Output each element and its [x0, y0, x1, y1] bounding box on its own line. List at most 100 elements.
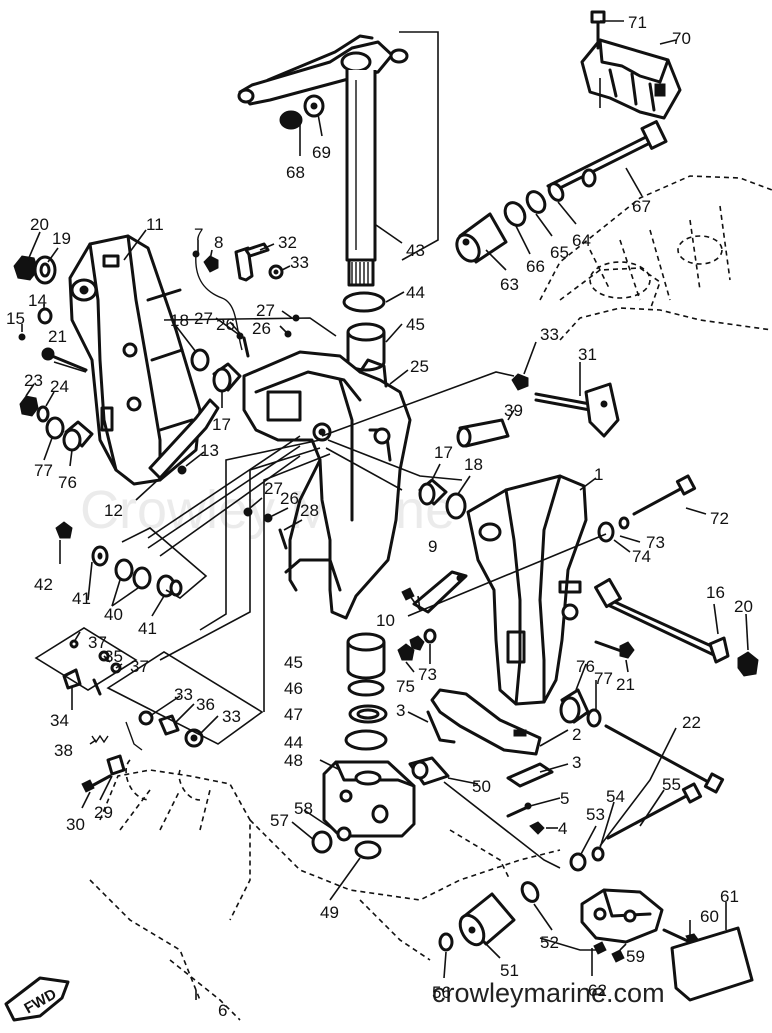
clamp-bracket-right-1: [466, 474, 588, 706]
callout-32: 32: [278, 233, 297, 252]
callout-28: 28: [300, 501, 319, 520]
callout-45b: 45: [284, 653, 303, 672]
callout-22: 22: [682, 713, 701, 732]
ring-46: [347, 679, 385, 697]
bolt-22: [604, 724, 725, 794]
callout-numbers: 1 2 3 3 4 5 6 7 8 9 10 11 12 13 14 15 16…: [6, 13, 753, 1020]
washer-18-right: [445, 492, 467, 520]
ring-49: [354, 840, 382, 860]
washer-44-upper: [342, 291, 386, 313]
bolt-21-left: [41, 347, 88, 372]
callout-6: 6: [218, 1001, 227, 1020]
leader-lines: [21, 20, 749, 1000]
collar-41-left: [91, 545, 109, 567]
stopper-bracket-2: [426, 688, 542, 756]
washer-74: [597, 521, 615, 543]
washer-66: [503, 201, 527, 227]
callout-65: 65: [550, 243, 569, 262]
plate-3-right: [506, 762, 554, 788]
washer-44-lower: [344, 729, 388, 751]
nut-64: [547, 182, 565, 202]
callout-73a: 73: [418, 665, 437, 684]
callout-23: 23: [24, 371, 43, 390]
callout-20b: 20: [734, 597, 753, 616]
callout-11: 11: [146, 215, 164, 234]
callout-27a: 27: [194, 309, 213, 328]
pin-39: [456, 418, 510, 448]
callout-18b: 18: [464, 455, 483, 474]
clamp-bracket-left-11: [68, 234, 202, 486]
callout-31: 31: [578, 345, 597, 364]
through-bolt-67: [546, 120, 668, 194]
callout-20a: 20: [30, 215, 49, 234]
washer-77-left: [45, 416, 65, 440]
bolt-21-right: [594, 640, 635, 659]
callout-42: 42: [34, 575, 53, 594]
callout-18a: 18: [170, 311, 189, 330]
callout-48: 48: [284, 751, 303, 770]
callout-54: 54: [606, 787, 625, 806]
callout-14: 14: [28, 291, 47, 310]
tilt-tube-16: [594, 577, 730, 664]
bolt-55: [606, 782, 703, 840]
callout-17b: 17: [434, 443, 453, 462]
callout-1: 1: [594, 465, 603, 484]
collar-40: [114, 558, 152, 590]
callout-38: 38: [54, 741, 73, 760]
pin-50: [408, 756, 450, 786]
callout-45a: 45: [406, 315, 425, 334]
callout-9: 9: [428, 537, 437, 556]
lower-unit-outline: [89, 759, 561, 1021]
seal-47: [348, 704, 388, 724]
upper-mount-bracket-70: [580, 38, 682, 120]
washer-18-left: [190, 348, 210, 372]
site-url: crowleymarine.com: [432, 978, 665, 1008]
pin-26-mid: [242, 336, 250, 358]
washer-73-right: [618, 516, 630, 530]
callout-40: 40: [104, 605, 123, 624]
wire-harness-lower: [125, 721, 143, 751]
exploded-outline-boxes: [34, 527, 264, 745]
bolt-62: [593, 941, 625, 963]
bolt-72: [632, 474, 697, 516]
steering-arm: [237, 34, 409, 106]
callout-73b: 73: [646, 533, 665, 552]
callout-52: 52: [540, 933, 559, 952]
link-34: [62, 668, 102, 696]
callout-39: 39: [504, 401, 523, 420]
callout-74: 74: [632, 547, 651, 566]
grommet-57: [311, 830, 333, 854]
callout-64: 64: [572, 231, 591, 250]
bushing-76-right: [559, 688, 590, 724]
nut-75: [397, 635, 425, 661]
callout-70: 70: [672, 29, 691, 48]
callout-41a: 41: [72, 589, 91, 608]
callout-26c: 26: [280, 489, 299, 508]
bracket-29: [106, 754, 126, 776]
nut-58: [336, 826, 352, 842]
collar-41-right: [156, 574, 183, 598]
washer-77-right: [586, 708, 602, 728]
callout-29: 29: [94, 803, 113, 822]
callout-3b: 3: [572, 753, 581, 772]
washer-52: [520, 881, 540, 903]
callout-53: 53: [586, 805, 605, 824]
callout-72: 72: [710, 509, 729, 528]
bolt-5: [506, 802, 532, 818]
callout-2: 2: [572, 725, 581, 744]
callout-61: 61: [720, 887, 739, 906]
washer-54: [591, 846, 605, 862]
callout-50: 50: [472, 777, 491, 796]
mount-bracket-59: [580, 888, 664, 944]
callout-19: 19: [52, 229, 71, 248]
nut-42: [55, 521, 73, 539]
callout-35: 35: [104, 647, 123, 666]
tilt-shaft-31: [534, 382, 620, 438]
callout-71: 71: [628, 13, 647, 32]
steering-shaft: [345, 70, 377, 287]
callout-13: 13: [200, 441, 219, 460]
bolt-71: [590, 10, 606, 50]
bushing-76-left: [62, 420, 94, 452]
washer-56: [438, 932, 454, 952]
